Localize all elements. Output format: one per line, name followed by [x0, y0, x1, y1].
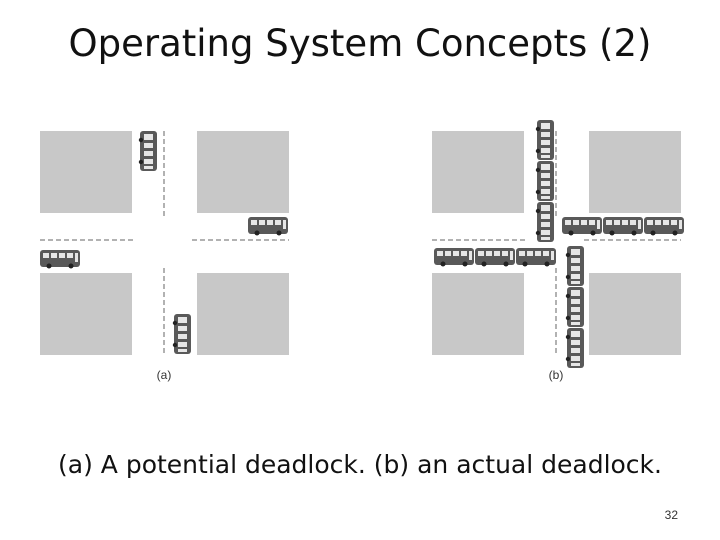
bus-icon: [644, 217, 684, 236]
bus-icon: [535, 120, 554, 160]
bus-icon: [565, 287, 584, 327]
bus-icon: [516, 248, 556, 267]
bus-icon: [565, 246, 584, 286]
bus-icon: [248, 217, 288, 236]
bus-icon: [562, 217, 602, 236]
deadlock-figure: (a) (b): [40, 120, 684, 382]
figure-caption: (a) A potential deadlock. (b) an actual …: [58, 450, 662, 479]
panel-a-label: (a): [157, 368, 172, 382]
bus-icon: [475, 248, 515, 267]
city-block: [432, 131, 524, 213]
bus-icon: [434, 248, 474, 267]
panel-a: (a): [40, 131, 289, 382]
bus-icon: [565, 328, 584, 368]
city-block: [589, 273, 681, 355]
city-block: [40, 131, 132, 213]
bus-icon: [603, 217, 643, 236]
panel-b-label: (b): [549, 368, 564, 382]
city-block: [197, 273, 289, 355]
bus-icon: [535, 202, 554, 242]
slide-title: Operating System Concepts (2): [68, 22, 652, 65]
city-block: [432, 273, 524, 355]
bus-icon: [40, 250, 80, 269]
city-block: [40, 273, 132, 355]
page-number: 32: [664, 508, 678, 522]
panel-b: (b): [432, 120, 684, 382]
bus-icon: [535, 161, 554, 201]
city-block: [197, 131, 289, 213]
bus-icon: [138, 131, 157, 171]
city-block: [589, 131, 681, 213]
bus-icon: [172, 314, 191, 354]
